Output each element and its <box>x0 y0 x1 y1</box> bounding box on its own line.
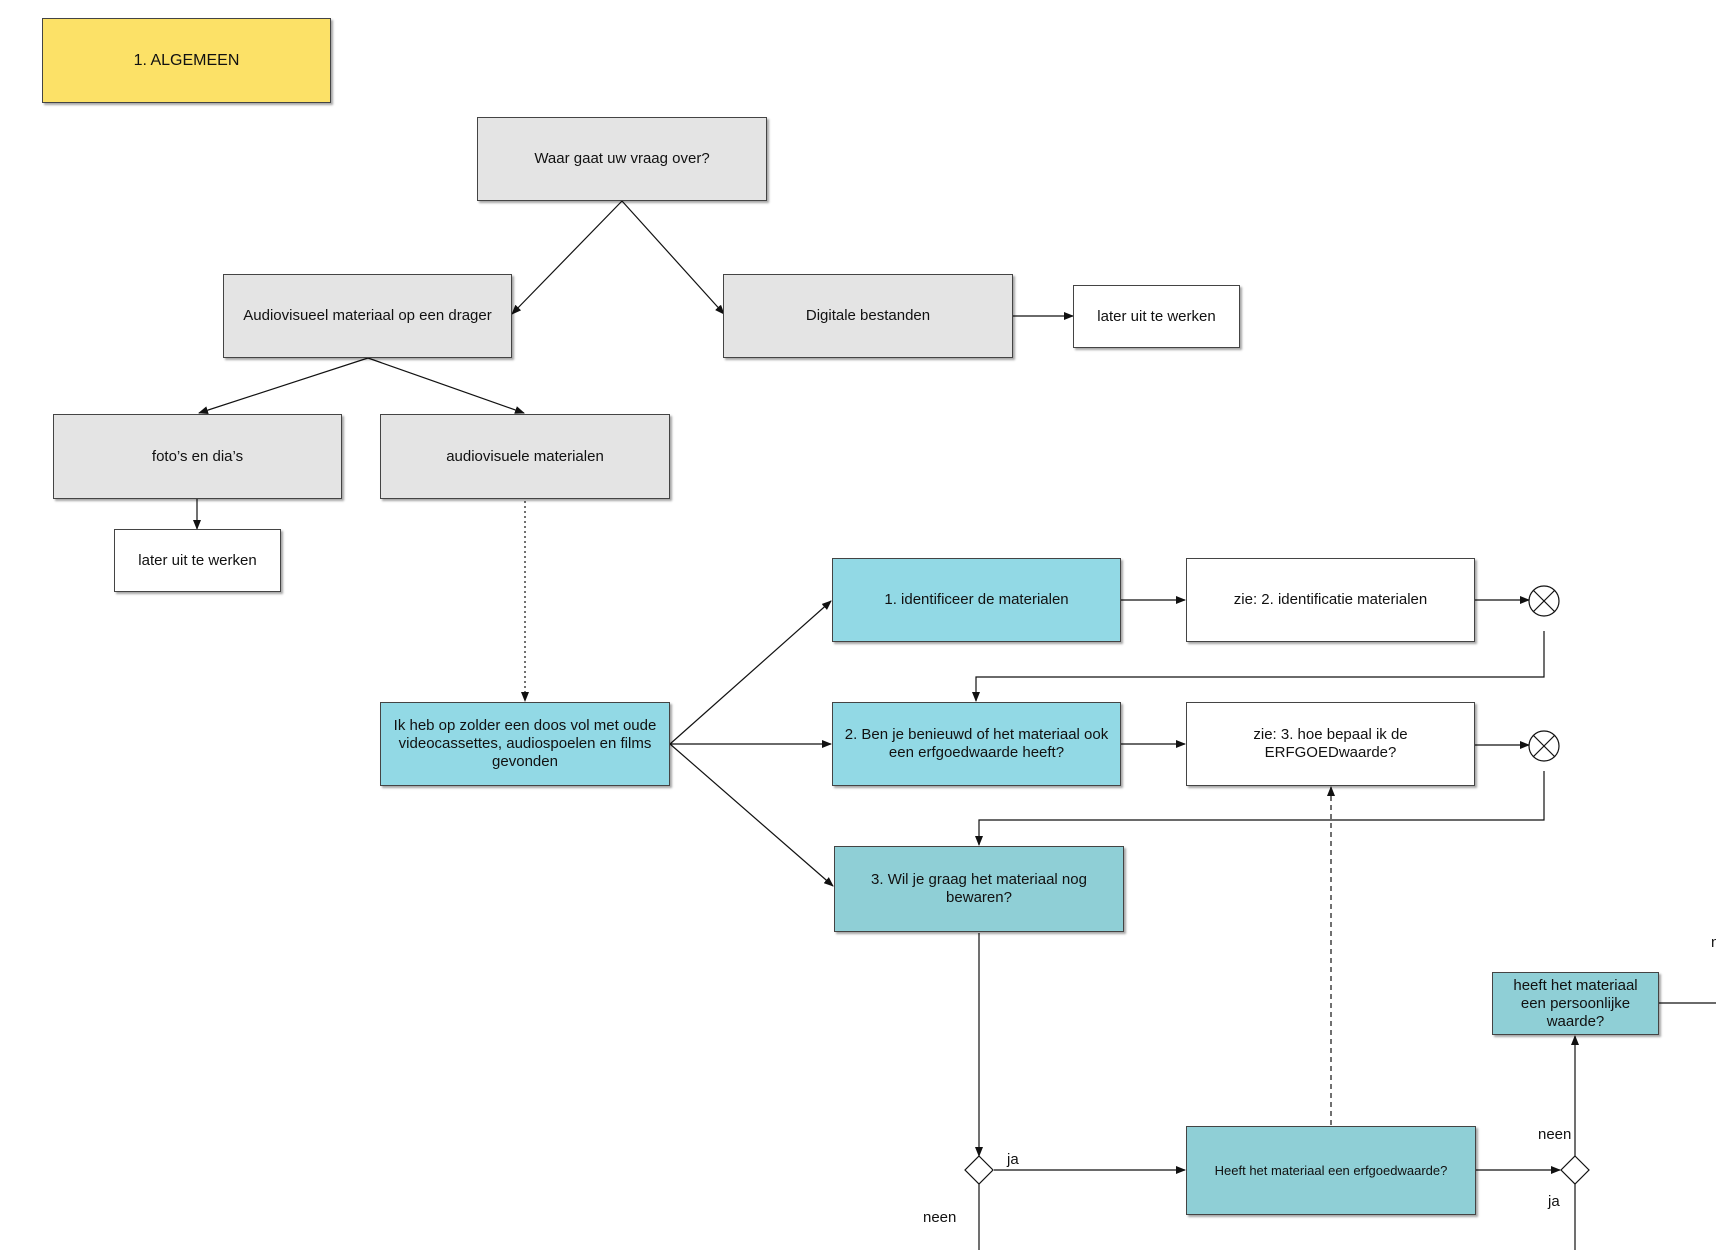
edge-attic-to-step1 <box>669 600 832 745</box>
node-personal-value-question: heeft het materiaal een persoonlijke waa… <box>1492 972 1659 1035</box>
node-step2-reference: zie: 3. hoe bepaal ik de ERFGOEDwaarde? <box>1186 702 1475 786</box>
edge-label-ja-1: ja <box>1007 1151 1019 1168</box>
node-digital-files: Digitale bestanden <box>723 274 1013 358</box>
node-heritage-question: Heeft het materiaal een erfgoedwaarde? <box>1186 1126 1476 1215</box>
node-attic-find: Ik heb op zolder een doos vol met oude v… <box>380 702 670 786</box>
edge-end1-to-step2 <box>972 631 1545 702</box>
node-photos: foto’s en dia’s <box>53 414 342 499</box>
node-step1-identify: 1. identificeer de materialen <box>832 558 1121 642</box>
edge-question-to-carrier <box>511 200 623 315</box>
node-av-materials: audiovisuele materialen <box>380 414 670 499</box>
edge-carrier-to-photos <box>198 357 369 415</box>
decision-gateway-2-icon <box>1560 1155 1590 1185</box>
decision-gateway-1-icon <box>964 1155 994 1185</box>
end-event-1-icon <box>1528 585 1560 617</box>
node-question: Waar gaat uw vraag over? <box>477 117 767 201</box>
end-event-2-icon <box>1528 730 1560 762</box>
section-title: 1. ALGEMEEN <box>42 18 331 103</box>
node-later-digital: later uit te werken <box>1073 285 1240 348</box>
edge-carrier-to-av <box>367 357 525 414</box>
node-step1-reference: zie: 2. identificatie materialen <box>1186 558 1475 642</box>
edge-label-ja-2: ja <box>1548 1193 1560 1210</box>
node-step2-heritage-curious: 2. Ben je benieuwd of het materiaal ook … <box>832 702 1121 786</box>
node-av-carrier: Audiovisueel materiaal op een drager <box>223 274 512 358</box>
edge-attic-to-step3 <box>669 743 834 887</box>
edge-label-cut-n: n <box>1711 934 1716 951</box>
edge-label-neen-1: neen <box>923 1209 957 1226</box>
edge-question-to-digital <box>621 200 725 315</box>
node-step3-keep: 3. Wil je graag het materiaal nog beware… <box>834 846 1124 932</box>
node-later-photos: later uit te werken <box>114 529 281 592</box>
edge-label-neen-2: neen <box>1538 1126 1572 1143</box>
edge-end2-to-step3 <box>975 771 1545 846</box>
